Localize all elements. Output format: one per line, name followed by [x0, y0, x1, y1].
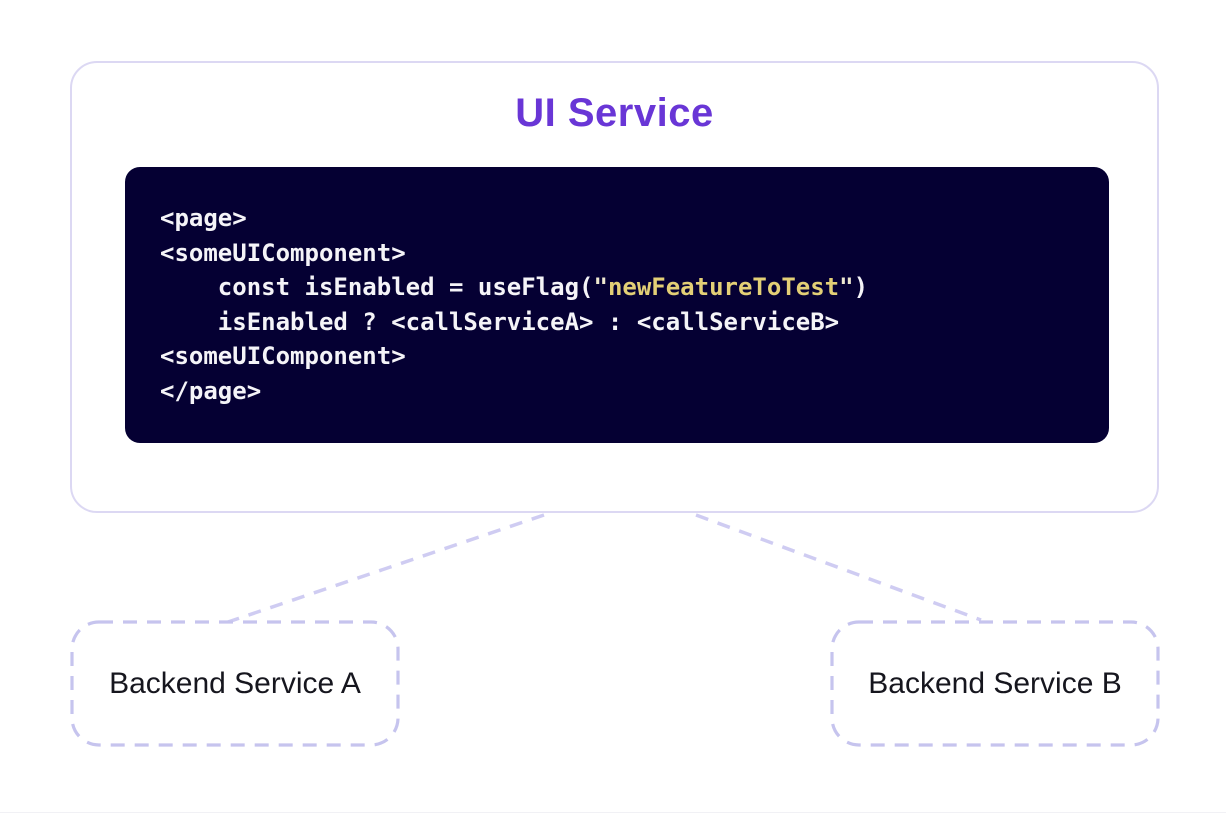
code-line: <someUIComponent>: [160, 238, 406, 267]
ui-service-box: UI Service <page> <someUIComponent> const…: [70, 61, 1159, 513]
backend-service-a-label: Backend Service A: [109, 666, 361, 700]
code-line: const isEnabled = useFlag("newFeatureToT…: [160, 273, 869, 302]
connector-line-right: [695, 513, 982, 622]
code-line: isEnabled ? <callServiceA> : <callServic…: [160, 307, 840, 336]
bottom-edge-line: [0, 812, 1226, 813]
ui-service-title: UI Service: [515, 91, 714, 135]
backend-service-b-label: Backend Service B: [868, 666, 1122, 700]
backend-a-dashed-border: [70, 620, 400, 747]
code-line: </page>: [160, 376, 262, 405]
code-line: <someUIComponent>: [160, 342, 406, 371]
backend-service-a-box: Backend Service A: [70, 620, 400, 747]
connector-line-left: [227, 513, 545, 624]
backend-b-dashed-border: [830, 620, 1160, 747]
backend-service-b-box: Backend Service B: [830, 620, 1160, 747]
code-line: <page>: [160, 204, 247, 232]
code-block: <page> <someUIComponent> const isEnabled …: [125, 167, 1109, 443]
